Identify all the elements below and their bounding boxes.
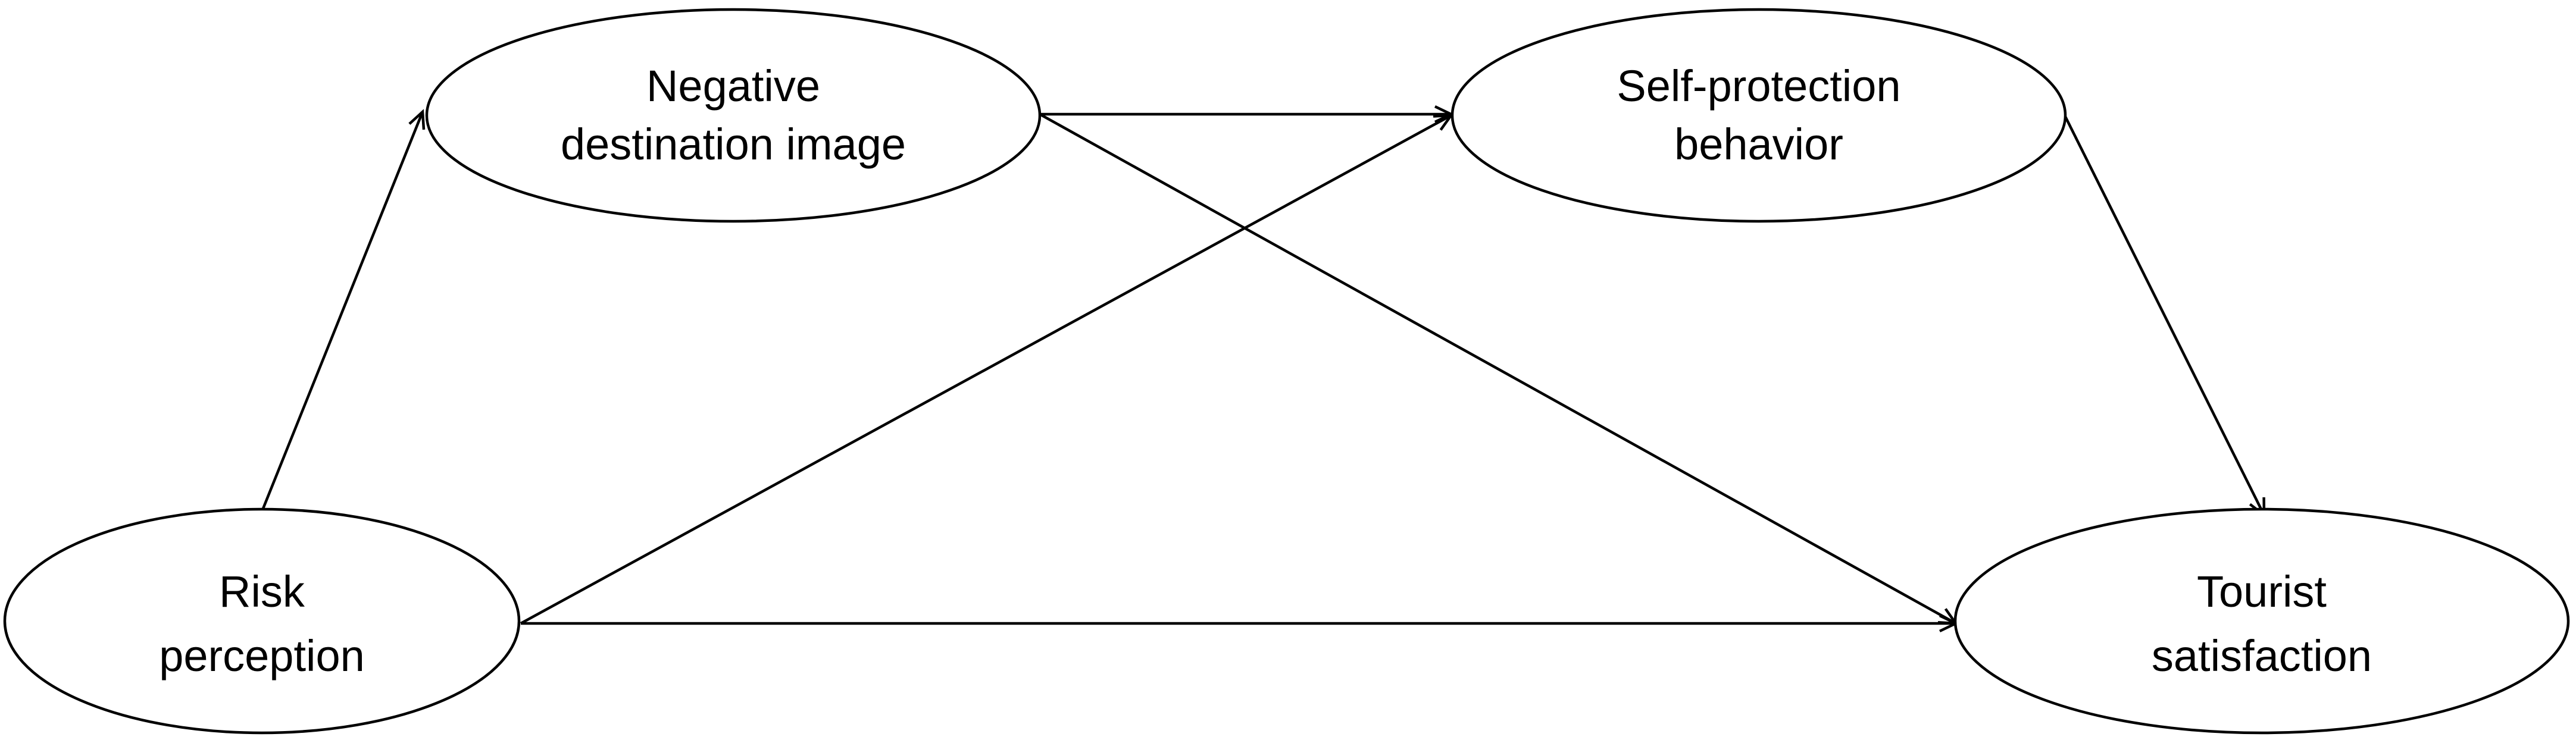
arrowhead-icon — [408, 109, 426, 130]
node-risk-perception-line-1: Risk — [219, 567, 305, 616]
node-self-protection-behavior-line-1: Self-protection — [1617, 61, 1900, 111]
node-risk-perception: Risk perception — [3, 507, 521, 735]
edge-self-to-tour — [2062, 113, 2266, 518]
node-tourist-satisfaction: Tourist satisfaction — [1953, 507, 2570, 735]
edge-risk-to-tour — [521, 614, 1959, 633]
edge-line — [2062, 113, 2266, 516]
edge-neg-to-self — [1040, 105, 1455, 124]
edge-line — [1039, 113, 1957, 625]
node-negative-destination-image-line-1: Negative — [646, 61, 820, 111]
edge-line — [520, 114, 1452, 625]
node-negative-destination-image-line-2: destination image — [561, 120, 906, 169]
edges-layer — [260, 105, 2266, 633]
node-tourist-satisfaction-line-2: satisfaction — [2152, 631, 2372, 681]
node-tourist-satisfaction-line-1: Tourist — [2197, 567, 2327, 616]
node-risk-perception-line-2: perception — [159, 631, 365, 681]
node-self-protection-behavior-line-2: behavior — [1674, 120, 1843, 169]
node-negative-destination-image: Negative destination image — [425, 8, 1042, 223]
node-self-protection-behavior: Self-protection behavior — [1450, 8, 2067, 223]
edge-risk-to-neg — [260, 109, 426, 512]
edge-line — [260, 111, 424, 512]
